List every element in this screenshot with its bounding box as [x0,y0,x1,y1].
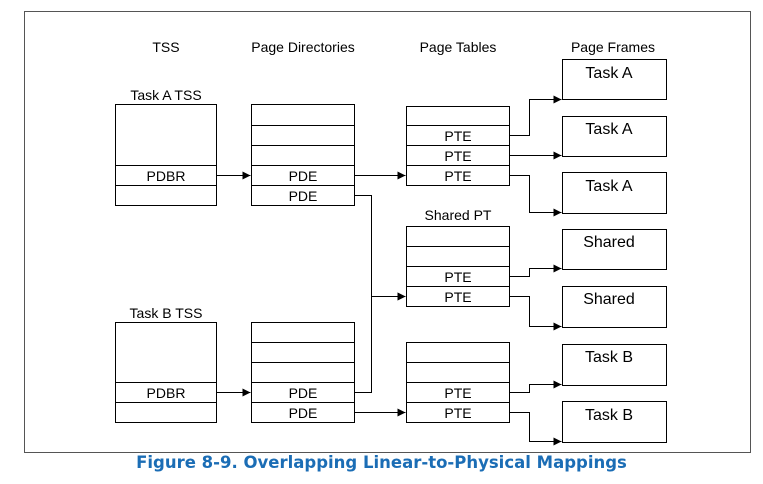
pd-b-pde-2: PDE [289,405,318,421]
arrow-pd-a-to-shared-pt [354,195,406,301]
pd-a-pde-2: PDE [289,188,318,204]
pt-b-pte-2: PTE [444,405,471,421]
page-frames-header: Page Frames [571,39,655,55]
shared-page-table [406,226,510,307]
arrow-pt-a-pte1-to-frame-1 [509,95,562,136]
page-frame-7: Task B [562,401,667,443]
pt-a-pte-2: PTE [444,148,471,164]
page-table-a [406,106,510,186]
figure-border [24,11,751,453]
page-frame-1: Task A [562,59,667,100]
page-frame-7-label: Task B [585,407,633,424]
page-frame-3: Task A [562,172,667,214]
page-frame-2-label: Task A [585,121,632,138]
page-frame-4-label: Shared [583,234,635,251]
page-frame-6-label: Task B [585,349,633,366]
arrow-pt-b-pte1-to-frame-6 [509,380,562,393]
shared-pt-title: Shared PT [425,207,492,223]
task-a-pdbr: PDBR [147,168,186,184]
task-b-pdbr: PDBR [147,385,186,401]
shared-pt-pte-2: PTE [444,289,471,305]
page-frame-2: Task A [562,116,667,157]
task-a-tss [115,104,217,206]
page-frame-1-label: Task A [585,65,632,82]
page-frame-4: Shared [562,229,667,270]
arrow-pt-a-pte3-to-frame-3 [509,175,562,217]
pt-b-pte-1: PTE [444,385,471,401]
page-frame-3-label: Task A [585,178,632,195]
task-b-tss [115,322,217,423]
arrow-pd-b-to-shared-pt [354,292,406,393]
page-tables-header: Page Tables [420,39,497,55]
page-directory-b [251,322,355,423]
page-frame-5-label: Shared [583,291,635,308]
page-table-b [406,342,510,423]
pd-b-pde-1: PDE [289,385,318,401]
shared-pt-pte-1: PTE [444,269,471,285]
pd-a-pde-1: PDE [289,168,318,184]
arrow-shared-pte1-to-frame-4 [509,264,562,277]
tss-header: TSS [152,39,179,55]
page-frame-5: Shared [562,286,667,328]
task-a-tss-title: Task A TSS [130,87,201,103]
page-directories-header: Page Directories [251,39,355,55]
arrow-shared-pte2-to-frame-5 [509,296,562,331]
page-directory-a [251,104,355,206]
figure-caption: Figure 8-9. Overlapping Linear-to-Physic… [136,453,627,472]
pt-a-pte-3: PTE [444,168,471,184]
task-b-tss-title: Task B TSS [130,305,203,321]
arrow-pt-b-pte2-to-frame-7 [509,412,562,446]
pt-a-pte-1: PTE [444,128,471,144]
page-frame-6: Task B [562,344,667,386]
